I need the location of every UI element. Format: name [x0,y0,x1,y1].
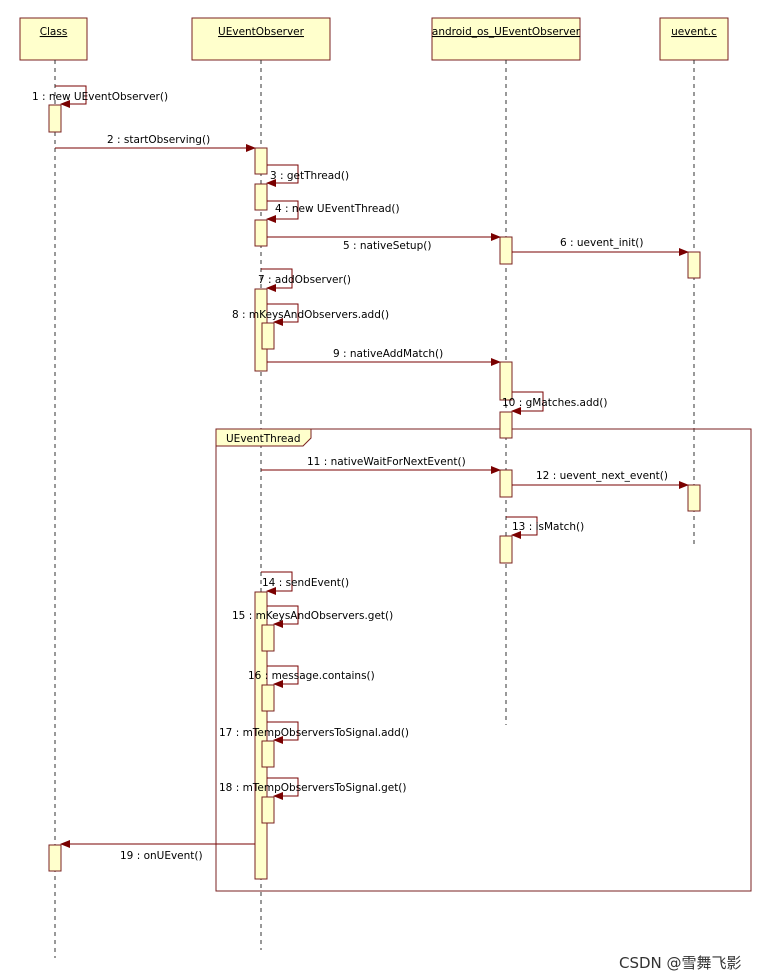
message-17-arrow [267,721,299,744]
message-18-arrow [267,777,299,800]
activation-ueo-5-nested-3 [261,740,275,768]
participant-ueventobserver: UEventObserver [191,17,331,61]
message-13-arrow [506,516,538,539]
message-15-label: 15 : mKeysAndObservers.get() [232,610,393,622]
message-1-arrow [55,85,87,108]
participant-ueventobserver-label: UEventObserver [218,26,305,38]
activation-class-2 [48,844,62,872]
activation-native-2 [499,361,513,401]
activation-native-3 [499,411,513,439]
activation-ueo-5-nested-4 [261,796,275,824]
activation-native-4 [499,469,513,498]
message-8-arrow [267,303,299,326]
message-7-arrow [261,268,293,292]
message-10-arrow [511,391,544,415]
activation-class-1 [48,104,62,133]
message-10-label: 10 : gMatches.add() [502,397,608,409]
participant-android-os-ueventobserver-label: android_os_UEventObserver [432,26,581,38]
participant-class-label: Class [40,26,68,38]
activation-ueo-3 [254,219,268,247]
message-19-label: 19 : onUEvent() [120,850,203,862]
participant-uevent-c-label: uevent.c [671,26,717,38]
message-8-label: 8 : mKeysAndObservers.add() [232,309,389,321]
message-15-arrow [267,605,299,628]
participant-class: Class [19,17,88,61]
activation-ueo-2 [254,183,268,211]
frame-ueventthread: UEventThread [215,428,752,892]
message-16-label: 16 : message.contains() [248,670,375,682]
message-1-label: 1 : new UEventObserver() [32,91,168,103]
message-arrows [55,85,689,848]
message-4-arrow [266,200,299,223]
message-17-label: 17 : mTempObserversToSignal.add() [219,727,409,739]
activation-bars [48,104,701,880]
activation-native-1 [499,236,513,265]
message-14-arrow [261,571,293,595]
activation-uevent-2 [687,484,701,512]
message-7-label: 7 : addObserver() [258,274,351,286]
message-14-label: 14 : sendEvent() [262,577,349,589]
message-12-label: 12 : uevent_next_event() [536,470,668,482]
activation-ueo-4-nested [261,322,275,350]
frame-label: UEventThread [226,433,300,445]
activation-ueo-5-nested-1 [261,624,275,652]
activation-ueo-1 [254,147,268,175]
message-2-label: 2 : startObserving() [107,134,210,146]
participant-android-os-ueventobserver: android_os_UEventObserver [431,17,581,61]
message-4-label: 4 : new UEventThread() [275,203,400,215]
message-labels: 1 : new UEventObserver() 2 : startObserv… [32,91,668,862]
activation-ueo-5-nested-2 [261,684,275,712]
message-3-label: 3 : getThread() [270,170,349,182]
participant-uevent-c: uevent.c [659,17,729,61]
activation-uevent-1 [687,251,701,279]
activation-native-5 [499,535,513,564]
message-5-label: 5 : nativeSetup() [343,240,431,252]
watermark: CSDN @雪舞飞影 [619,954,742,972]
message-13-label: 13 : isMatch() [512,521,584,533]
message-3-arrow [266,164,299,187]
message-11-label: 11 : nativeWaitForNextEvent() [307,456,466,468]
message-18-label: 18 : mTempObserversToSignal.get() [219,782,407,794]
message-16-arrow [267,665,299,688]
message-9-label: 9 : nativeAddMatch() [333,348,443,360]
message-6-label: 6 : uevent_init() [560,237,644,249]
